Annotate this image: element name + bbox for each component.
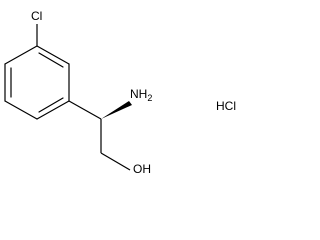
structure-diagram: Cl NH2 OH HCl [4, 9, 236, 176]
amine-label: NH2 [130, 87, 152, 103]
c-o-bond [100, 152, 131, 171]
salt-label: HCl [216, 99, 236, 113]
benzene-ring [4, 45, 70, 120]
ring-bond [36, 45, 70, 65]
ring-double-bond [38, 97, 64, 113]
ring-double-bond [38, 52, 64, 68]
chlorine-label: Cl [31, 9, 42, 23]
ring-bond [36, 100, 70, 120]
ring-to-stereocenter-bond [68, 100, 102, 120]
wedge-bond [101, 101, 132, 119]
ring-bond [4, 45, 38, 65]
hydroxyl-label: OH [133, 162, 151, 176]
ring-bond [4, 100, 38, 120]
